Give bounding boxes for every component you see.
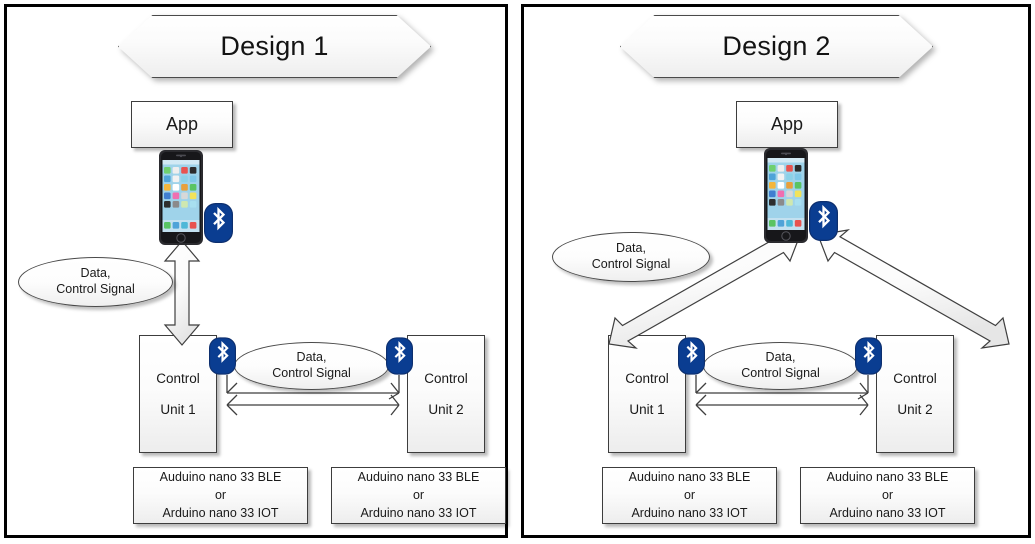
board-line-1: Auduino nano 33 BLE (826, 470, 949, 485)
callout-line-2: Control Signal (591, 257, 671, 271)
control-unit-line-2: Unit 2 (428, 401, 464, 417)
board-line-2: or (412, 488, 425, 503)
design-1-app-box: App (131, 101, 233, 148)
design-2-app-label: App (770, 114, 804, 134)
board-line-2: or (881, 488, 894, 503)
design-2-control-unit-2: Control Unit 2 (876, 335, 954, 453)
board-line-2: or (214, 488, 227, 503)
control-unit-line-2: Unit 1 (160, 401, 196, 417)
bluetooth-icon-unit-1 (209, 337, 236, 375)
design-1-board-box-2: Auduino nano 33 BLE or Arduino nano 33 I… (331, 467, 506, 524)
design-2-board-box-2: Auduino nano 33 BLE or Arduino nano 33 I… (800, 467, 975, 524)
design-2-title-hexagon: Design 2 (620, 15, 933, 78)
design-2-callout-phone-link: Data, Control Signal (552, 232, 710, 282)
board-line-2: or (683, 488, 696, 503)
design-2-app-box: App (736, 101, 838, 148)
design-2-unit-link-arrows (682, 367, 882, 423)
smartphone-icon (157, 150, 205, 245)
design-1-control-unit-1: Control Unit 1 (139, 335, 217, 453)
board-line-3: Arduino nano 33 IOT (360, 505, 477, 520)
control-unit-line-1: Control (424, 371, 468, 386)
callout-line-2: Control Signal (741, 366, 820, 380)
design-1-board-box-1: Auduino nano 33 BLE or Arduino nano 33 I… (133, 467, 308, 524)
board-line-1: Auduino nano 33 BLE (628, 470, 751, 485)
design-2-panel: Design 2 App (521, 4, 1031, 538)
board-line-3: Arduino nano 33 IOT (631, 505, 748, 520)
design-1-callout-phone-link: Data, Control Signal (18, 257, 173, 307)
design-2-control-unit-1: Control Unit 1 (608, 335, 686, 453)
callout-line-1: Data, (765, 350, 796, 365)
bluetooth-icon-unit-1 (678, 337, 705, 375)
design-1-unit-link-arrows (213, 367, 413, 423)
board-line-1: Auduino nano 33 BLE (357, 470, 480, 485)
callout-line-2: Control Signal (56, 282, 135, 296)
design-2-title-label: Design 2 (722, 31, 831, 61)
design-1-panel: Design 1 App (4, 4, 508, 538)
smartphone-icon (762, 148, 810, 243)
control-unit-line-2: Unit 2 (897, 401, 933, 417)
bluetooth-icon-unit-2 (855, 337, 882, 375)
design-2-phone-unit2-arrow (814, 229, 1014, 349)
design-1-title-hexagon: Design 1 (118, 15, 431, 78)
bluetooth-icon-phone (204, 203, 233, 243)
control-unit-line-1: Control (625, 371, 669, 386)
callout-line-1: Data, (296, 350, 327, 365)
design-1-callout-unit-link: Data, Control Signal (234, 342, 389, 390)
callout-line-2: Control Signal (272, 366, 351, 380)
board-line-1: Auduino nano 33 BLE (159, 470, 282, 485)
board-line-3: Arduino nano 33 IOT (829, 505, 946, 520)
control-unit-line-1: Control (893, 371, 937, 386)
design-1-app-label: App (165, 114, 199, 134)
design-1-control-unit-2: Control Unit 2 (407, 335, 485, 453)
control-unit-line-1: Control (156, 371, 200, 386)
bluetooth-icon-unit-2 (386, 337, 413, 375)
board-line-3: Arduino nano 33 IOT (162, 505, 279, 520)
design-2-callout-unit-link: Data, Control Signal (703, 342, 858, 390)
design-1-title-label: Design 1 (220, 31, 329, 61)
callout-line-1: Data, (80, 266, 111, 281)
callout-line-1: Data, (616, 241, 646, 256)
design-2-board-box-1: Auduino nano 33 BLE or Arduino nano 33 I… (602, 467, 777, 524)
design-1-phone-unit1-arrow (159, 239, 205, 347)
bluetooth-icon-phone (809, 201, 838, 241)
control-unit-line-2: Unit 1 (629, 401, 665, 417)
